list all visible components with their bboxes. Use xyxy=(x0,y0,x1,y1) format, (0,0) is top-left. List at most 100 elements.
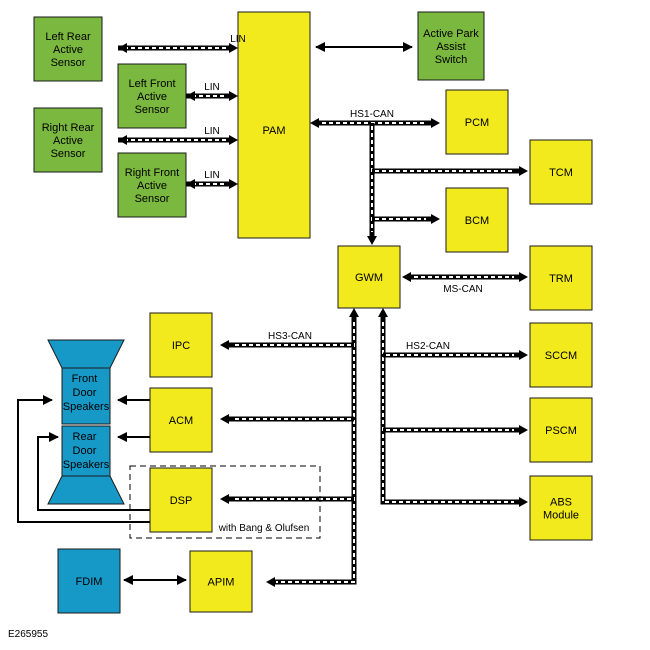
right-rear-box xyxy=(33,107,103,173)
fdim-module: FDIM xyxy=(57,548,121,614)
fdim-label-line: FDIM xyxy=(76,576,103,588)
left-rear-box xyxy=(33,16,103,82)
left-front-label-line: Left Front xyxy=(128,78,175,90)
hs1-can-label: HS1-CAN xyxy=(350,109,394,120)
pam-label-line: PAM xyxy=(262,125,285,137)
pam-label: PAM xyxy=(262,125,285,137)
tcm-module: TCM xyxy=(529,139,593,205)
acm-label-line: ACM xyxy=(169,415,193,427)
left-front-label-line: Active xyxy=(137,91,167,103)
hs3-can-bus xyxy=(226,316,357,585)
rear-door-speakers: Rear Door Speakers xyxy=(47,425,125,505)
lin-label-right-front: LIN xyxy=(204,170,220,181)
bcm-box xyxy=(445,187,509,253)
front-door-speakers: Front Door Speakers xyxy=(47,339,125,425)
acm-label: ACM xyxy=(169,415,193,427)
tcm-box xyxy=(529,139,593,205)
pam-module: PAM xyxy=(237,11,311,239)
right-rear-label-line: Sensor xyxy=(51,148,86,160)
gwm-label-line: GWM xyxy=(355,272,383,284)
acm-module: ACM xyxy=(149,387,213,453)
tcm-label-line: TCM xyxy=(549,167,573,179)
sccm-label-line: SCCM xyxy=(545,350,577,362)
bang-olufsen-option-box xyxy=(129,465,321,539)
dsp-label-line: DSP xyxy=(170,495,193,507)
ipc-label-line: IPC xyxy=(172,340,190,352)
sccm-box xyxy=(529,322,593,388)
park-switch-box xyxy=(417,11,485,81)
left-front-label-line: Sensor xyxy=(135,104,170,116)
pscm-module: PSCM xyxy=(529,397,593,463)
figure-id: E265955 xyxy=(8,629,48,640)
abs-box xyxy=(529,475,593,541)
park-switch-label-line: Switch xyxy=(435,54,467,66)
hs2-can-label: HS2-CAN xyxy=(406,341,450,352)
abs-label-line: ABS xyxy=(550,497,572,509)
pcm-label-line: PCM xyxy=(465,117,489,129)
pcm-module: PCM xyxy=(445,89,509,155)
gwm-module: GWM xyxy=(337,245,401,309)
dsp-front-speaker-wire xyxy=(17,395,150,523)
pam-box xyxy=(237,11,311,239)
trm-label: TRM xyxy=(549,273,573,285)
dsp-label: DSP xyxy=(170,495,193,507)
sccm-module: SCCM xyxy=(529,322,593,388)
apim-label: APIM xyxy=(208,577,235,589)
hs1-can-bus xyxy=(316,120,520,236)
left-front-box xyxy=(117,63,187,129)
tcm-label: TCM xyxy=(549,167,573,179)
lin-label-left-front: LIN xyxy=(204,82,220,93)
bcm-module: BCM xyxy=(445,187,509,253)
acm-box xyxy=(149,387,213,453)
pcm-label: PCM xyxy=(465,117,489,129)
sccm-label: SCCM xyxy=(545,350,577,362)
right-front-box xyxy=(117,152,187,218)
ipc-label: IPC xyxy=(172,340,190,352)
lin-label-right-rear: LIN xyxy=(204,126,220,137)
right-front-label-line: Sensor xyxy=(135,193,170,205)
park-switch-label-line: Active Park xyxy=(423,28,479,40)
gwm-label: GWM xyxy=(355,272,383,284)
hs3-can-label: HS3-CAN xyxy=(268,331,312,342)
left-rear-label-line: Sensor xyxy=(51,57,86,69)
ipc-module: IPC xyxy=(149,312,213,378)
fdim-label: FDIM xyxy=(76,576,103,588)
right-rear-label-line: Right Rear xyxy=(42,122,95,134)
park-switch-label-line: Assist xyxy=(436,41,465,53)
front-door-speakers-label: Front Door Speakers xyxy=(63,373,110,413)
ms-can-label: MS-CAN xyxy=(443,284,482,295)
pcm-box xyxy=(445,89,509,155)
right-front-label-line: Active xyxy=(137,180,167,192)
ipc-box xyxy=(149,312,213,378)
gwm-box xyxy=(337,245,401,309)
pscm-label-line: PSCM xyxy=(545,425,577,437)
dsp-rear-speaker-wire xyxy=(37,432,150,511)
bang-olufsen-label: with Bang & Olufsen xyxy=(218,523,310,534)
bcm-label-line: BCM xyxy=(465,215,489,227)
right-rear-label-line: Active xyxy=(53,135,83,147)
apim-label-line: APIM xyxy=(208,577,235,589)
apim-box xyxy=(189,550,253,613)
apim-module: APIM xyxy=(189,550,253,613)
right-front-label-line: Right Front xyxy=(125,167,179,179)
dsp-module: DSP xyxy=(149,467,213,533)
trm-module: TRM xyxy=(529,245,593,311)
rear-door-speakers-label: Rear Door Speakers xyxy=(63,431,110,471)
bcm-label: BCM xyxy=(465,215,489,227)
lin-label-left-rear: LIN xyxy=(230,34,246,45)
dsp-box xyxy=(149,467,213,533)
trm-label-line: TRM xyxy=(549,273,573,285)
